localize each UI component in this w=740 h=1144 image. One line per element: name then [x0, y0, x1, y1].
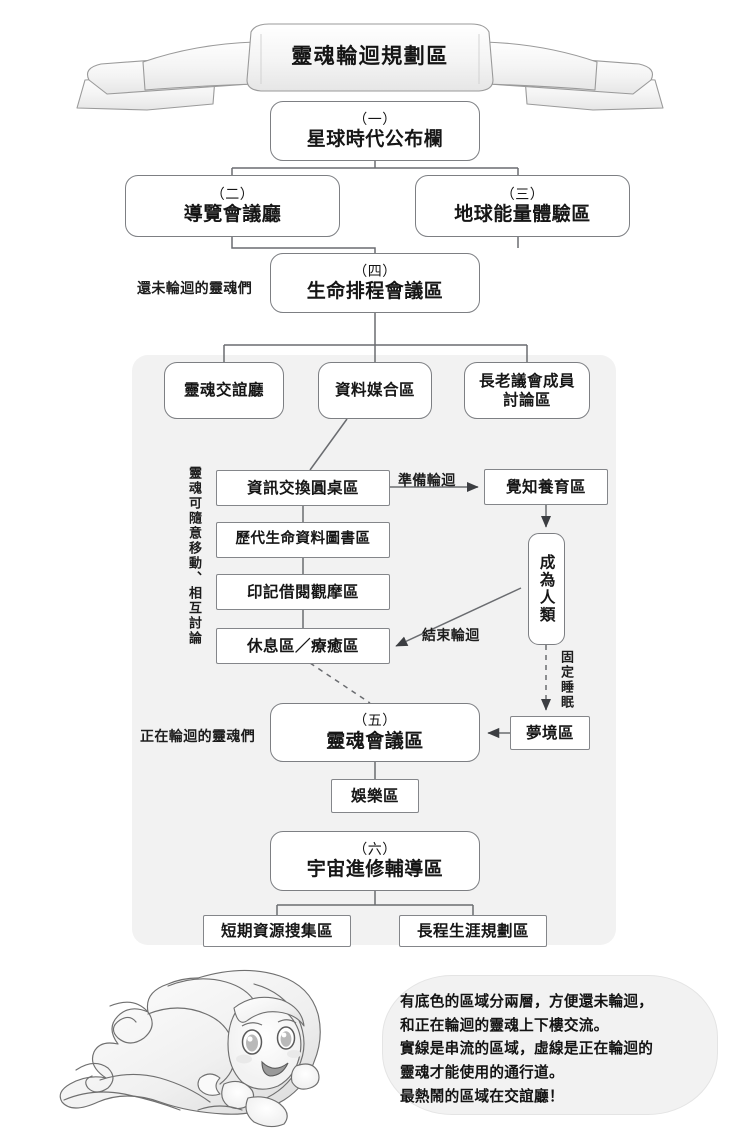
label-prepare-reincarnation: 準備輪迴	[398, 473, 456, 489]
banner-title: 靈魂輪迴規劃區	[291, 44, 449, 68]
node-label: 夢境區	[525, 723, 574, 742]
node-dream-zone[interactable]: 夢境區	[510, 716, 590, 750]
node-label: 靈魂會議區	[326, 729, 424, 752]
manga-girl-illustration	[59, 969, 321, 1128]
node-entertainment-zone[interactable]: 娛樂區	[331, 779, 419, 813]
node-index: （六）	[353, 841, 397, 858]
node-label: 短期資源搜集區	[220, 921, 333, 940]
node-index: （四）	[353, 263, 397, 280]
node-label: 星球時代公布欄	[306, 128, 444, 151]
node-imprint-viewing-zone[interactable]: 印記借閱觀摩區	[216, 574, 390, 610]
node-index: （三）	[500, 186, 545, 203]
node-elder-council-discussion[interactable]: 長老議會成員 討論區	[464, 362, 590, 419]
node-label: 地球能量體驗區	[454, 203, 591, 226]
node-data-matching-zone[interactable]: 資料媒合區	[318, 362, 432, 419]
node-become-human[interactable]: 成為人類	[528, 533, 565, 645]
node-info-exchange-roundtable[interactable]: 資訊交換圓桌區	[216, 470, 390, 506]
node-label: 成為人類	[537, 554, 556, 624]
node-cosmic-study-guidance[interactable]: （六） 宇宙進修輔導區	[270, 831, 480, 891]
node-life-schedule-meeting[interactable]: （四） 生命排程會議區	[270, 253, 480, 313]
node-tour-meeting-hall[interactable]: （二） 導覽會議廳	[125, 175, 340, 237]
label-free-movement: 靈魂可隨意移動、相互討論	[186, 466, 201, 646]
node-label: 資料媒合區	[334, 381, 415, 400]
node-label: 導覽會議廳	[183, 203, 282, 226]
node-label: 休息區／療癒區	[246, 636, 359, 655]
node-long-term-career[interactable]: 長程生涯規劃區	[399, 915, 547, 947]
label-end-reincarnation: 結束輪迴	[422, 628, 480, 644]
label-currently-reincarnating: 正在輪迴的靈魂們	[140, 729, 256, 745]
node-label: 長程生涯規劃區	[416, 921, 529, 940]
node-index: （一）	[353, 111, 397, 128]
speech-bubble	[382, 975, 718, 1115]
node-life-archive-library[interactable]: 歷代生命資料圖書區	[216, 522, 390, 558]
node-soul-meeting-zone[interactable]: （五） 靈魂會議區	[270, 703, 480, 762]
ribbon-banner	[76, 23, 664, 111]
node-soul-social-hall[interactable]: 靈魂交誼廳	[164, 362, 284, 419]
node-label: 歷代生命資料圖書區	[235, 531, 371, 548]
node-index: （二）	[210, 186, 255, 203]
node-label: 娛樂區	[350, 786, 399, 805]
node-label: 覺知養育區	[505, 477, 586, 496]
node-label: 印記借閱觀摩區	[246, 582, 359, 601]
node-label: 宇宙進修輔導區	[306, 858, 444, 881]
node-rest-healing-zone[interactable]: 休息區／療癒區	[216, 628, 390, 664]
label-fixed-sleep: 固定睡眠	[558, 650, 573, 710]
node-short-term-resource[interactable]: 短期資源搜集區	[203, 915, 351, 947]
speech-bubble-text: 有底色的區域分兩層，方便還未輪迴， 和正在輪迴的靈魂上下樓交流。 實線是串流的區…	[400, 993, 654, 1105]
node-label: 長老議會成員 討論區	[478, 372, 575, 409]
node-awareness-nurture-zone[interactable]: 覺知養育區	[484, 469, 608, 505]
node-label: 資訊交換圓桌區	[246, 478, 359, 497]
node-label: 生命排程會議區	[306, 280, 444, 303]
node-index: （五）	[353, 713, 397, 730]
label-not-yet-reincarnated: 還未輪迴的靈魂們	[137, 281, 253, 297]
node-label: 靈魂交誼廳	[183, 381, 264, 400]
node-earth-energy-experience[interactable]: （三） 地球能量體驗區	[415, 175, 630, 237]
node-planet-era-bulletin[interactable]: （一） 星球時代公布欄	[270, 101, 480, 161]
